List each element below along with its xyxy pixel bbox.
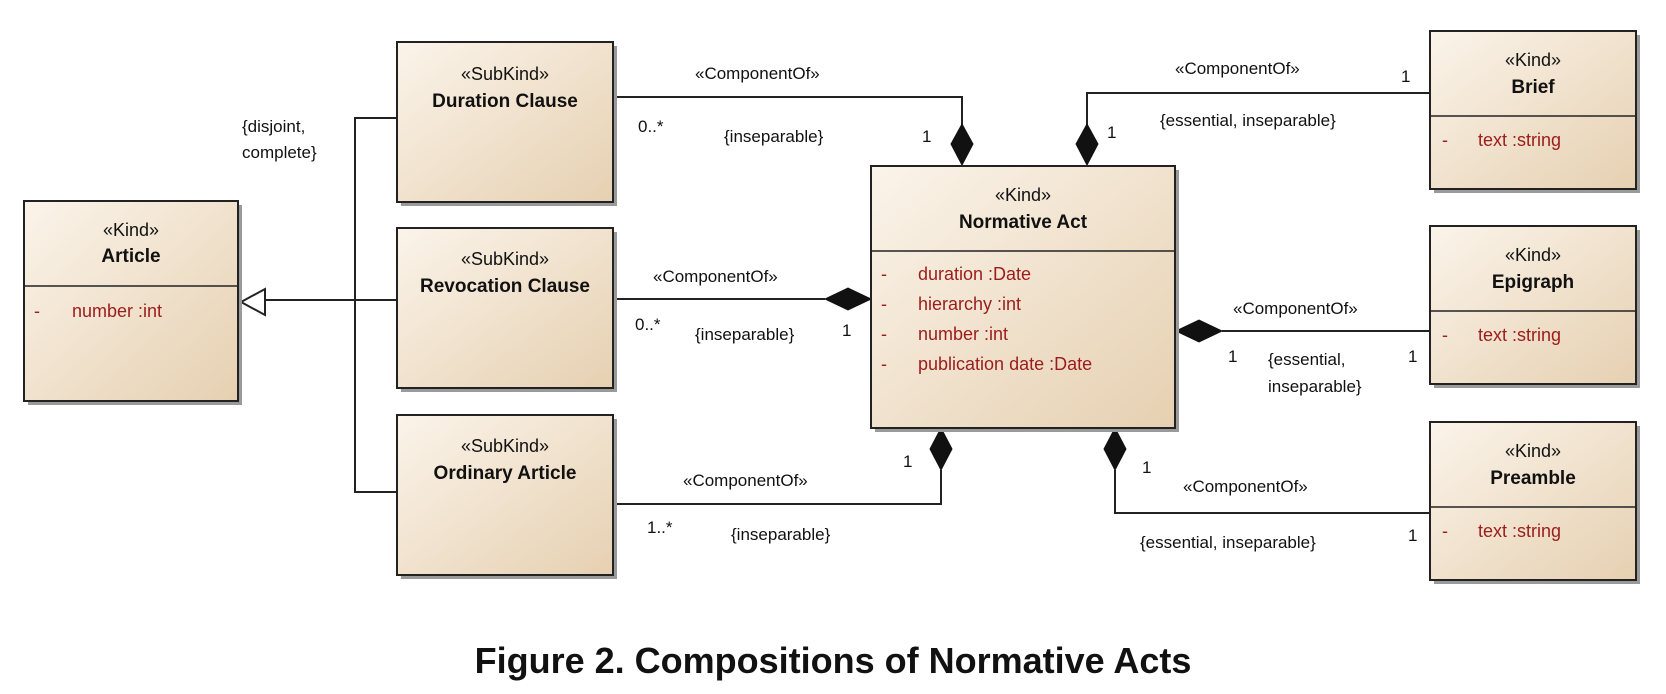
- association-stereotype: «ComponentOf»: [695, 64, 820, 83]
- class-stereotype: «SubKind»: [461, 249, 549, 269]
- class-stereotype: «Kind»: [1505, 441, 1561, 461]
- labels-ordinary: «ComponentOf» {inseparable} 1..* 1: [647, 452, 912, 544]
- attr-visibility: -: [881, 354, 887, 374]
- class-article[interactable]: «Kind» Article - number :int: [23, 200, 242, 405]
- whole-multiplicity: 1: [842, 321, 851, 340]
- whole-multiplicity: 1: [1228, 347, 1237, 366]
- generalization-line-duration: [265, 117, 397, 301]
- association-constraint: {inseparable}: [724, 127, 824, 146]
- labels-brief: «ComponentOf» {essential, inseparable} 1…: [1107, 59, 1410, 142]
- class-name: Normative Act: [959, 212, 1088, 233]
- association-stereotype: «ComponentOf»: [683, 471, 808, 490]
- attr-visibility: -: [1442, 325, 1448, 345]
- figure-caption: Figure 2. Compositions of Normative Acts: [474, 640, 1192, 681]
- class-name: Ordinary Article: [434, 463, 577, 484]
- constraint-line-1: {disjoint,: [242, 117, 305, 136]
- generalization-line-ordinary: [354, 300, 397, 493]
- attr-visibility: -: [881, 264, 887, 284]
- composition-preamble: [1103, 426, 1430, 514]
- class-stereotype: «Kind»: [1505, 50, 1561, 70]
- composition-revocation: [613, 287, 873, 311]
- whole-multiplicity: 1: [922, 127, 931, 146]
- part-multiplicity: 1: [1408, 347, 1417, 366]
- association-constraint: {inseparable}: [695, 325, 795, 344]
- association-stereotype: «ComponentOf»: [1233, 299, 1358, 318]
- class-stereotype: «Kind»: [1505, 245, 1561, 265]
- composition-epigraph: [1174, 319, 1430, 343]
- labels-revocation: «ComponentOf» {inseparable} 0..* 1: [635, 267, 851, 344]
- whole-multiplicity: 1: [903, 452, 912, 471]
- association-constraint-line-2: inseparable}: [1268, 377, 1362, 396]
- attr-text: publication date :Date: [918, 354, 1092, 374]
- attr-visibility: -: [1442, 130, 1448, 150]
- class-duration-clause[interactable]: «SubKind» Duration Clause: [396, 41, 617, 206]
- association-stereotype: «ComponentOf»: [1175, 59, 1300, 78]
- constraint-line-2: complete}: [242, 143, 317, 162]
- association-stereotype: «ComponentOf»: [653, 267, 778, 286]
- generalization-tree: [238, 117, 397, 493]
- class-name: Article: [101, 246, 160, 267]
- attr-visibility: -: [34, 301, 40, 321]
- association-constraint: {inseparable}: [731, 525, 831, 544]
- class-ordinary-article[interactable]: «SubKind» Ordinary Article: [396, 414, 617, 579]
- labels-preamble: «ComponentOf» {essential, inseparable} 1…: [1140, 458, 1417, 552]
- class-brief[interactable]: «Kind» Brief - text :string: [1429, 30, 1640, 193]
- attr-visibility: -: [881, 324, 887, 344]
- part-multiplicity: 1: [1401, 67, 1410, 86]
- class-name: Epigraph: [1492, 272, 1574, 293]
- class-revocation-clause[interactable]: «SubKind» Revocation Clause: [396, 227, 617, 392]
- labels-duration: «ComponentOf» {inseparable} 0..* 1: [638, 64, 931, 146]
- part-multiplicity: 0..*: [638, 117, 664, 136]
- composition-diamond-preamble: [1103, 426, 1127, 472]
- labels-epigraph: «ComponentOf» {essential, inseparable} 1…: [1228, 299, 1417, 396]
- class-name: Preamble: [1490, 468, 1576, 489]
- part-multiplicity: 1..*: [647, 518, 673, 537]
- attr-text: hierarchy :int: [918, 294, 1021, 314]
- class-normative-act[interactable]: «Kind» Normative Act - duration :Date - …: [870, 165, 1179, 432]
- class-stereotype: «SubKind»: [461, 64, 549, 84]
- class-preamble[interactable]: «Kind» Preamble - text :string: [1429, 421, 1640, 584]
- composition-diamond-brief: [1075, 122, 1099, 167]
- class-name: Revocation Clause: [420, 276, 590, 297]
- part-multiplicity: 1: [1408, 526, 1417, 545]
- generalization-constraint: {disjoint, complete}: [242, 117, 317, 162]
- association-constraint: {essential, inseparable}: [1160, 111, 1336, 130]
- class-diagram: «Kind» Article - number :int «SubKind» D…: [23, 30, 1640, 584]
- attr-text: text :string: [1478, 325, 1561, 345]
- class-stereotype: «Kind»: [995, 185, 1051, 205]
- class-stereotype: «SubKind»: [461, 436, 549, 456]
- attr-text: number :int: [918, 324, 1008, 344]
- class-name: Brief: [1511, 77, 1555, 98]
- generalization-arrowhead: [238, 287, 266, 317]
- class-stereotype: «Kind»: [103, 220, 159, 240]
- composition-ordinary: [613, 426, 953, 505]
- attr-text: duration :Date: [918, 264, 1031, 284]
- association-constraint-line-1: {essential,: [1268, 350, 1346, 369]
- class-epigraph[interactable]: «Kind» Epigraph - text :string: [1429, 225, 1640, 388]
- part-multiplicity: 0..*: [635, 315, 661, 334]
- attr-text: text :string: [1478, 521, 1561, 541]
- whole-multiplicity: 1: [1107, 123, 1116, 142]
- attr-visibility: -: [881, 294, 887, 314]
- composition-diamond-epigraph: [1174, 319, 1224, 343]
- association-constraint: {essential, inseparable}: [1140, 533, 1316, 552]
- composition-diamond-revocation: [823, 287, 873, 311]
- attr-text: number :int: [72, 301, 162, 321]
- attr-visibility: -: [1442, 521, 1448, 541]
- attr-text: text :string: [1478, 130, 1561, 150]
- composition-diamond-duration: [950, 122, 974, 167]
- whole-multiplicity: 1: [1142, 458, 1151, 477]
- association-stereotype: «ComponentOf»: [1183, 477, 1308, 496]
- composition-diamond-ordinary: [929, 426, 953, 472]
- class-name: Duration Clause: [432, 91, 578, 112]
